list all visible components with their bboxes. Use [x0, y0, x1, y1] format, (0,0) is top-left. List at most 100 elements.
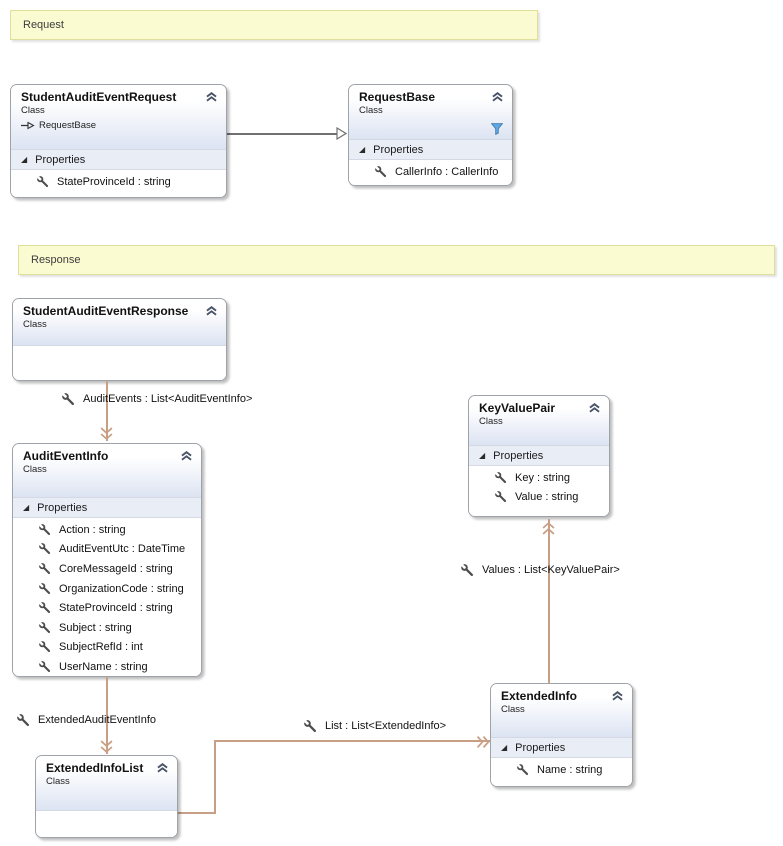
expand-triangle-icon: ◢ [501, 742, 508, 752]
collapse-chevron-icon[interactable] [588, 403, 601, 413]
wrench-icon [375, 166, 387, 178]
comment-request-text: Request [23, 19, 64, 31]
association-label-extended-audit-event-info[interactable]: ExtendedAuditEventInfo [17, 712, 156, 728]
members-list: Action : string AuditEventUtc : DateTime… [13, 518, 201, 676]
wrench-icon [39, 563, 51, 575]
wrench-icon [39, 602, 51, 614]
properties-section-label: Properties [35, 153, 86, 166]
wrench-icon [495, 472, 507, 484]
wrench-icon [39, 524, 51, 536]
class-title: ExtendedInfoList [46, 761, 144, 775]
association-label-values[interactable]: Values : List<KeyValuePair> [461, 562, 620, 578]
property-row[interactable]: AuditEventUtc : DateTime [13, 540, 201, 560]
class-extended-info[interactable]: ExtendedInfo Class ◢ Properties Name : s… [490, 683, 633, 787]
property-label: OrganizationCode : string [59, 582, 184, 595]
class-kind: Class [479, 416, 503, 427]
comment-response[interactable]: Response [18, 245, 775, 275]
collapse-chevron-icon[interactable] [491, 92, 504, 102]
class-header: StudentAuditEventResponse Class [13, 299, 226, 345]
association-values-line[interactable] [548, 519, 550, 683]
expand-triangle-icon: ◢ [359, 144, 366, 154]
property-label: StateProvinceId : string [57, 175, 171, 188]
filter-icon[interactable] [491, 123, 503, 135]
collapse-chevron-icon[interactable] [205, 92, 218, 102]
properties-section-header[interactable]: ◢ Properties [469, 445, 609, 466]
class-request-base[interactable]: RequestBase Class ◢ Properties CallerInf… [348, 84, 513, 186]
property-label: Action : string [59, 523, 126, 536]
association-label-list[interactable]: List : List<ExtendedInfo> [304, 718, 446, 734]
property-row[interactable]: SubjectRefId : int [13, 638, 201, 658]
property-label: UserName : string [59, 660, 148, 673]
property-row[interactable]: Subject : string [13, 618, 201, 638]
collapse-chevron-icon[interactable] [180, 451, 193, 461]
inheritance-arrow-icon [336, 127, 347, 140]
property-row[interactable]: StateProvinceId : string [11, 172, 226, 192]
class-student-audit-event-request[interactable]: StudentAuditEventRequest Class RequestBa… [10, 84, 227, 198]
association-label-text: Values : List<KeyValuePair> [482, 564, 620, 576]
class-title: StudentAuditEventRequest [21, 90, 177, 104]
class-title: KeyValuePair [479, 401, 556, 415]
wrench-icon [37, 176, 49, 188]
association-label-audit-events[interactable]: AuditEvents : List<AuditEventInfo> [62, 391, 252, 407]
property-row[interactable]: Value : string [469, 488, 609, 508]
class-kind: Class [23, 319, 47, 330]
members-list: CallerInfo : CallerInfo [349, 160, 512, 185]
properties-section-header[interactable]: ◢ Properties [11, 149, 226, 170]
property-label: CoreMessageId : string [59, 562, 173, 575]
class-extended-info-list[interactable]: ExtendedInfoList Class [35, 755, 178, 838]
properties-section-header[interactable]: ◢ Properties [491, 737, 632, 758]
class-title: StudentAuditEventResponse [23, 304, 189, 318]
property-label: CallerInfo : CallerInfo [395, 165, 499, 178]
collapse-chevron-icon[interactable] [156, 763, 169, 773]
wrench-icon [39, 543, 51, 555]
association-list-line-segment[interactable] [178, 812, 216, 814]
class-header: StudentAuditEventRequest Class RequestBa… [11, 85, 226, 149]
property-row[interactable]: Name : string [491, 760, 632, 780]
association-list-line-segment[interactable] [214, 740, 216, 814]
inheritance-connector[interactable] [227, 133, 338, 135]
wrench-icon [39, 641, 51, 653]
comment-request[interactable]: Request [10, 10, 538, 40]
wrench-icon [517, 764, 529, 776]
association-label-text: AuditEvents : List<AuditEventInfo> [83, 393, 253, 405]
members-list: Key : string Value : string [469, 466, 609, 516]
class-student-audit-event-response[interactable]: StudentAuditEventResponse Class [12, 298, 227, 381]
property-row[interactable]: CallerInfo : CallerInfo [349, 162, 512, 182]
property-label: Subject : string [59, 621, 132, 634]
association-extended-audit-event-info-line[interactable] [106, 677, 108, 754]
wrench-icon [39, 622, 51, 634]
class-kind: Class [46, 776, 70, 787]
properties-section-label: Properties [493, 449, 544, 462]
collapse-chevron-icon[interactable] [611, 691, 624, 701]
class-header: KeyValuePair Class [469, 396, 609, 445]
property-row[interactable]: UserName : string [13, 657, 201, 676]
property-row[interactable]: CoreMessageId : string [13, 559, 201, 579]
properties-section-header[interactable]: ◢ Properties [349, 139, 512, 160]
association-audit-events-line[interactable] [106, 381, 108, 441]
empty-body [36, 810, 177, 837]
class-title: RequestBase [359, 90, 436, 104]
association-arrowhead-icon [542, 521, 555, 535]
class-key-value-pair[interactable]: KeyValuePair Class ◢ Properties Key : st… [468, 395, 610, 517]
members-list: Name : string [491, 758, 632, 786]
property-row[interactable]: StateProvinceId : string [13, 598, 201, 618]
property-label: SubjectRefId : int [59, 641, 143, 654]
wrench-icon [62, 393, 75, 406]
base-type-row: RequestBase [21, 120, 216, 131]
property-row[interactable]: Key : string [469, 468, 609, 488]
property-label: Value : string [515, 491, 579, 504]
properties-section-label: Properties [515, 741, 566, 754]
property-label: Name : string [537, 763, 603, 776]
collapse-chevron-icon[interactable] [205, 306, 218, 316]
class-audit-event-info[interactable]: AuditEventInfo Class ◢ Properties Action… [12, 443, 202, 677]
association-label-text: ExtendedAuditEventInfo [38, 714, 157, 726]
property-row[interactable]: Action : string [13, 520, 201, 540]
association-list-line-segment[interactable] [214, 740, 490, 742]
properties-section-header[interactable]: ◢ Properties [13, 497, 201, 518]
expand-triangle-icon: ◢ [479, 450, 486, 460]
property-row[interactable]: OrganizationCode : string [13, 579, 201, 599]
class-header: AuditEventInfo Class [13, 444, 201, 497]
class-title: ExtendedInfo [501, 689, 578, 703]
expand-triangle-icon: ◢ [21, 154, 28, 164]
wrench-icon [304, 720, 317, 733]
